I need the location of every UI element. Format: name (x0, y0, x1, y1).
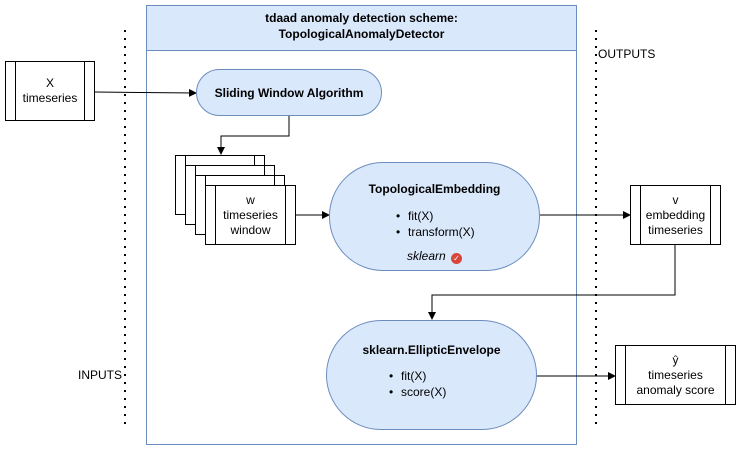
input-x-box: X timeseries (5, 61, 95, 121)
elliptic-method-fit: fit(X) (389, 368, 446, 384)
embedding-method-transform: transform(X) (396, 224, 475, 240)
frame-title-line2: TopologicalAnomalyDetector (278, 27, 445, 41)
frame-title-line1: tdaad anomaly detection scheme: (265, 11, 458, 25)
output-y-line1: ŷ (672, 352, 679, 367)
output-v-line1: v (672, 192, 679, 207)
output-y-line2: timeseries (648, 367, 703, 382)
embedding-methods: fit(X) transform(X) (396, 208, 475, 240)
outputs-label: OUTPUTS (598, 47, 656, 61)
output-y-box: ŷ timeseries anomaly score (615, 345, 736, 405)
elliptic-title: sklearn.EllipticEnvelope (362, 343, 501, 357)
detector-frame: tdaad anomaly detection scheme: Topologi… (146, 5, 577, 445)
elliptic-method-score: score(X) (389, 384, 446, 400)
arrow-v-to-elliptic (428, 245, 676, 320)
sliding-window-title: Sliding Window Algorithm (214, 85, 364, 100)
sklearn-badge-label: sklearn (406, 249, 446, 263)
window-line3: window (230, 222, 271, 237)
window-line2: timeseries (223, 207, 278, 222)
elliptic-envelope-node: sklearn.EllipticEnvelope fit(X) score(X) (326, 320, 537, 430)
window-line1: w (246, 192, 255, 207)
embedding-method-fit: fit(X) (396, 208, 475, 224)
embedding-node: TopologicalEmbedding fit(X) transform(X)… (329, 162, 540, 271)
arrow-x-to-sliding (94, 88, 197, 97)
sliding-window-node: Sliding Window Algorithm (196, 69, 382, 116)
output-y-line3: anomaly score (636, 382, 715, 397)
sklearn-badge: sklearn ✓ (330, 249, 539, 264)
input-x-line2: timeseries (22, 91, 78, 105)
embedding-title: TopologicalEmbedding (368, 182, 501, 196)
frame-header: tdaad anomaly detection scheme: Topologi… (147, 6, 576, 51)
window-stack-front: w timeseries window (205, 185, 296, 245)
input-x-line1: X (45, 76, 54, 90)
elliptic-methods: fit(X) score(X) (389, 368, 446, 400)
output-v-line2: embedding (645, 207, 706, 222)
arrow-sliding-to-windows (217, 116, 290, 155)
inputs-label: INPUTS (78, 368, 123, 382)
output-v-line3: timeseries (648, 222, 703, 237)
sklearn-check-icon: ✓ (451, 253, 463, 264)
output-v-box: v embedding timeseries (630, 185, 721, 245)
